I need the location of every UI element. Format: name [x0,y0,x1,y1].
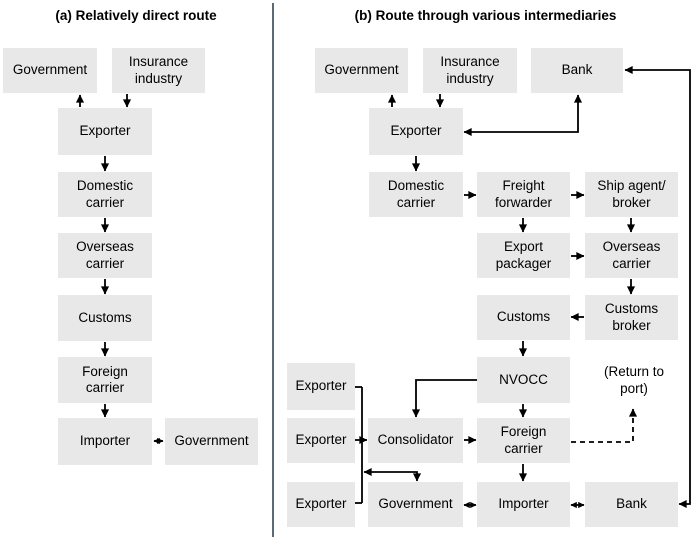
panel-a-title: (a) Relatively direct route [55,8,217,23]
node-customs-broker-b: Customs broker [585,295,678,340]
panel-b-title: (b) Route through various intermediaries [354,8,617,23]
node-bank-top-b: Bank [531,48,623,93]
connector-nvocc-b-to-consolidator-b [411,379,477,418]
node-foreign-carrier-a: Foreign carrier [58,357,152,403]
node-overseas-carrier-b: Overseas carrier [585,233,678,278]
panel-divider [272,3,274,537]
node-ship-agent-b: Ship agent/ broker [585,172,678,217]
node-return-to-port-b: (Return to port) [603,364,665,396]
node-importer-b: Importer [477,482,570,527]
node-overseas-carrier-a: Overseas carrier [58,233,152,278]
node-exporter1-b: Exporter [287,363,355,410]
node-government2-a: Government [165,418,258,465]
node-bank-bottom-b: Bank [585,482,678,527]
node-domestic-carrier-b: Domestic carrier [369,172,463,217]
node-importer-a: Importer [58,418,152,465]
connector-foreign-b-to-return-port-b [571,408,638,443]
connector-exporter-b-bank-top-b [463,94,583,137]
node-government2-b: Government [368,482,463,527]
node-nvocc-b: NVOCC [477,357,570,403]
node-foreign-carrier-b: Foreign carrier [477,418,570,463]
node-customs-b: Customs [477,295,570,340]
node-exporter-b: Exporter [369,108,463,155]
node-domestic-carrier-a: Domestic carrier [58,172,152,217]
node-export-packager-b: Export packager [477,233,570,278]
node-insurance-a: Insurance industry [112,48,205,93]
node-consolidator-b: Consolidator [368,418,463,463]
node-customs-a: Customs [58,295,152,341]
node-government-a: Government [3,48,97,93]
node-government-b: Government [315,48,408,93]
node-freight-forwarder-b: Freight forwarder [477,172,570,217]
node-exporter-a: Exporter [58,108,152,155]
connector-bank-bottom-b-bank-top-b [624,65,691,509]
connector-exporters-b-government2-b [363,467,422,482]
node-exporter3-b: Exporter [287,482,355,527]
node-exporter2-b: Exporter [287,418,355,463]
node-insurance-b: Insurance industry [423,48,517,93]
